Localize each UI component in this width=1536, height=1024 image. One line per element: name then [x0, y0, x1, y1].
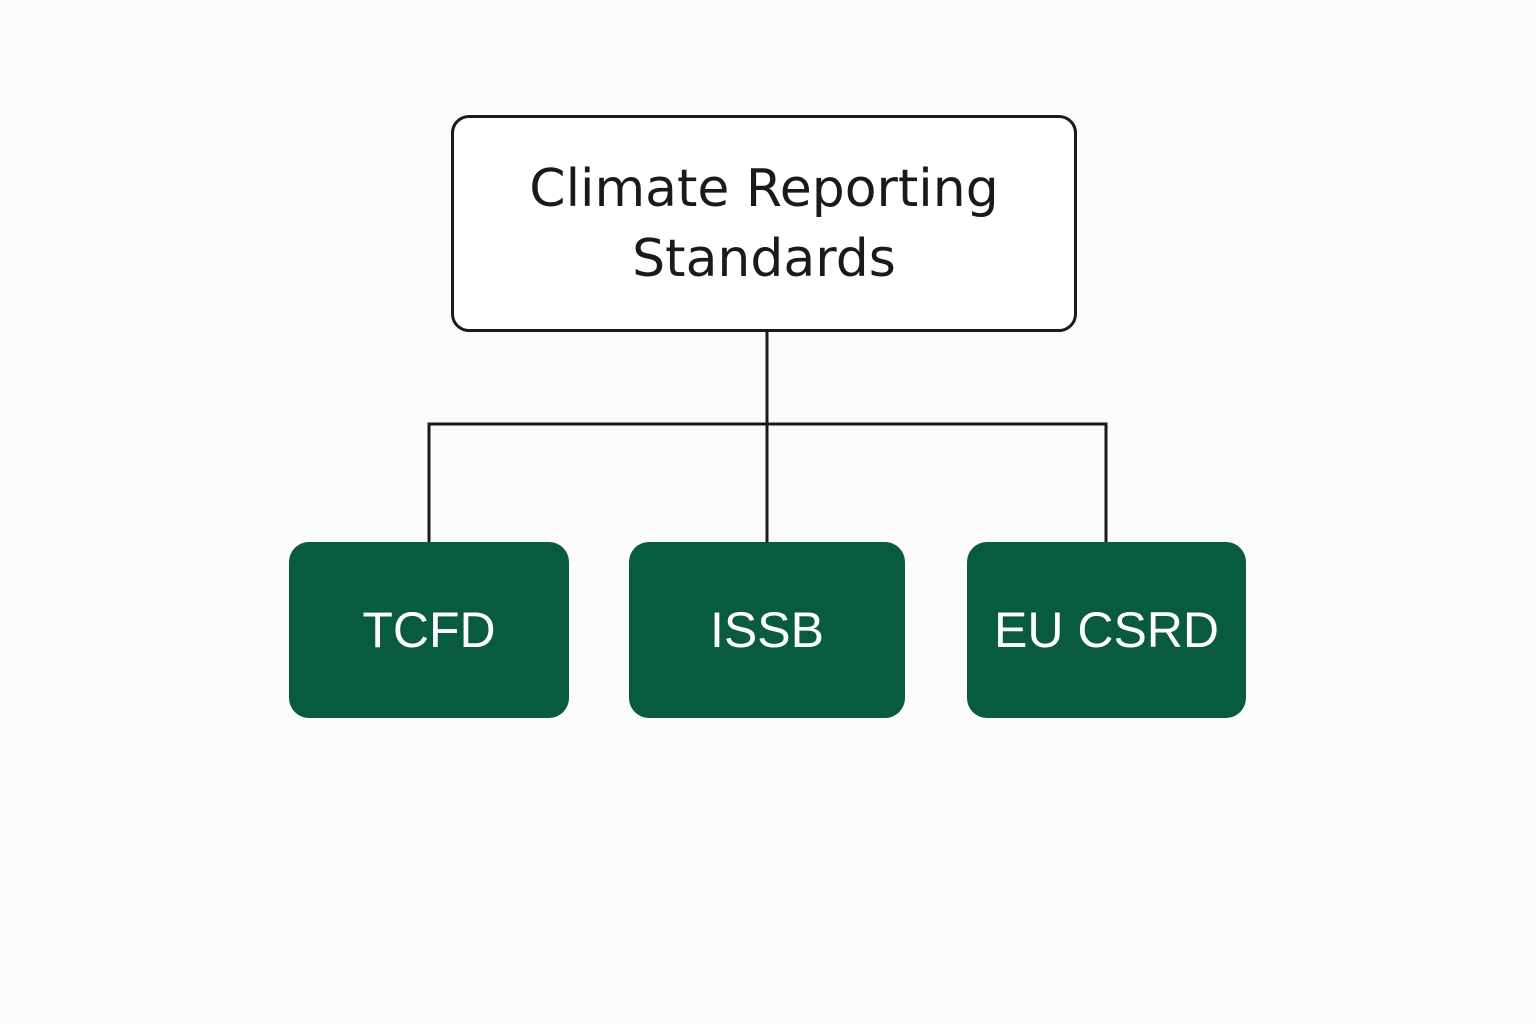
root-node: Climate Reporting Standards: [451, 115, 1077, 332]
child-node-tcfd: TCFD: [289, 542, 569, 718]
root-title: Climate Reporting Standards: [529, 158, 999, 289]
child-label-issb: ISSB: [710, 602, 824, 658]
child-node-eu-csrd: EU CSRD: [967, 542, 1246, 718]
child-label-eu-csrd: EU CSRD: [993, 602, 1220, 658]
child-label-tcfd: TCFD: [362, 602, 496, 658]
child-node-issb: ISSB: [629, 542, 905, 718]
